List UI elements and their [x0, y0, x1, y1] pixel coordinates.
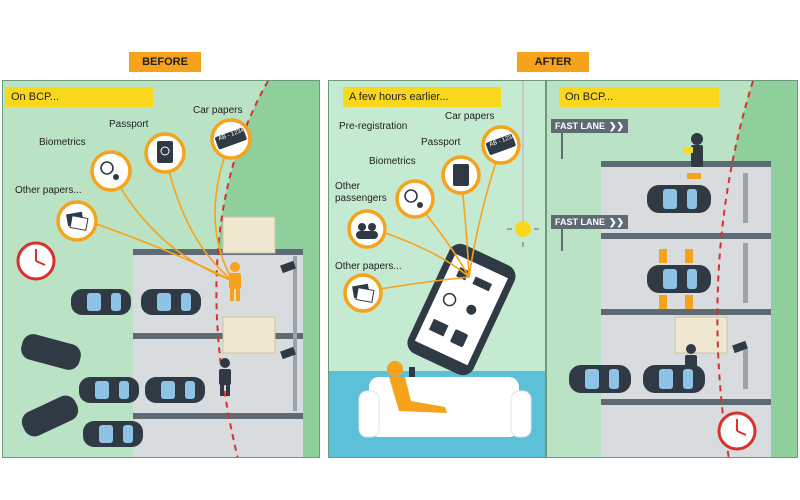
after-scene [561, 81, 797, 457]
after-tag: AFTER [517, 52, 589, 72]
before-scene [16, 81, 319, 457]
fast-lane-sign-1: FAST LANE ❯❯ [551, 119, 629, 133]
middle-banner: A few hours earlier... [343, 87, 501, 107]
before-tag: BEFORE [129, 52, 201, 72]
other-papers-label-mid: Other papers... [335, 261, 402, 272]
car-papers-label-mid: Car papers [445, 111, 495, 122]
biometrics-label-mid: Biometrics [369, 156, 416, 167]
passport-label-mid: Passport [421, 137, 461, 148]
car-papers-label: Car papers [193, 105, 243, 116]
chevron-right-icon: ❯❯ [609, 120, 625, 131]
fast-lane-sign-1-label: FAST LANE [555, 121, 606, 131]
other-papers-label: Other papers... [15, 185, 82, 196]
chevron-right-icon: ❯❯ [609, 216, 625, 227]
preregistration-panel: A few hours earlier... Pre-registration … [328, 80, 546, 458]
preregistration-scene [329, 81, 545, 457]
other-passengers-label-2: passengers [335, 193, 387, 204]
after-banner: On BCP... [559, 87, 719, 107]
before-banner: On BCP... [5, 87, 153, 107]
before-panel: On BCP... Car papers Passport Biometrics… [2, 80, 320, 458]
fast-lane-sign-2: FAST LANE ❯❯ [551, 215, 629, 229]
other-passengers-label-1: Other [335, 181, 361, 192]
after-panel: On BCP... FAST LANE ❯❯ FAST LANE ❯❯ [546, 80, 798, 458]
fast-lane-sign-2-label: FAST LANE [555, 217, 606, 227]
pre-registration-label: Pre-registration [339, 121, 408, 132]
passport-label: Passport [109, 119, 149, 130]
biometrics-label: Biometrics [39, 137, 86, 148]
